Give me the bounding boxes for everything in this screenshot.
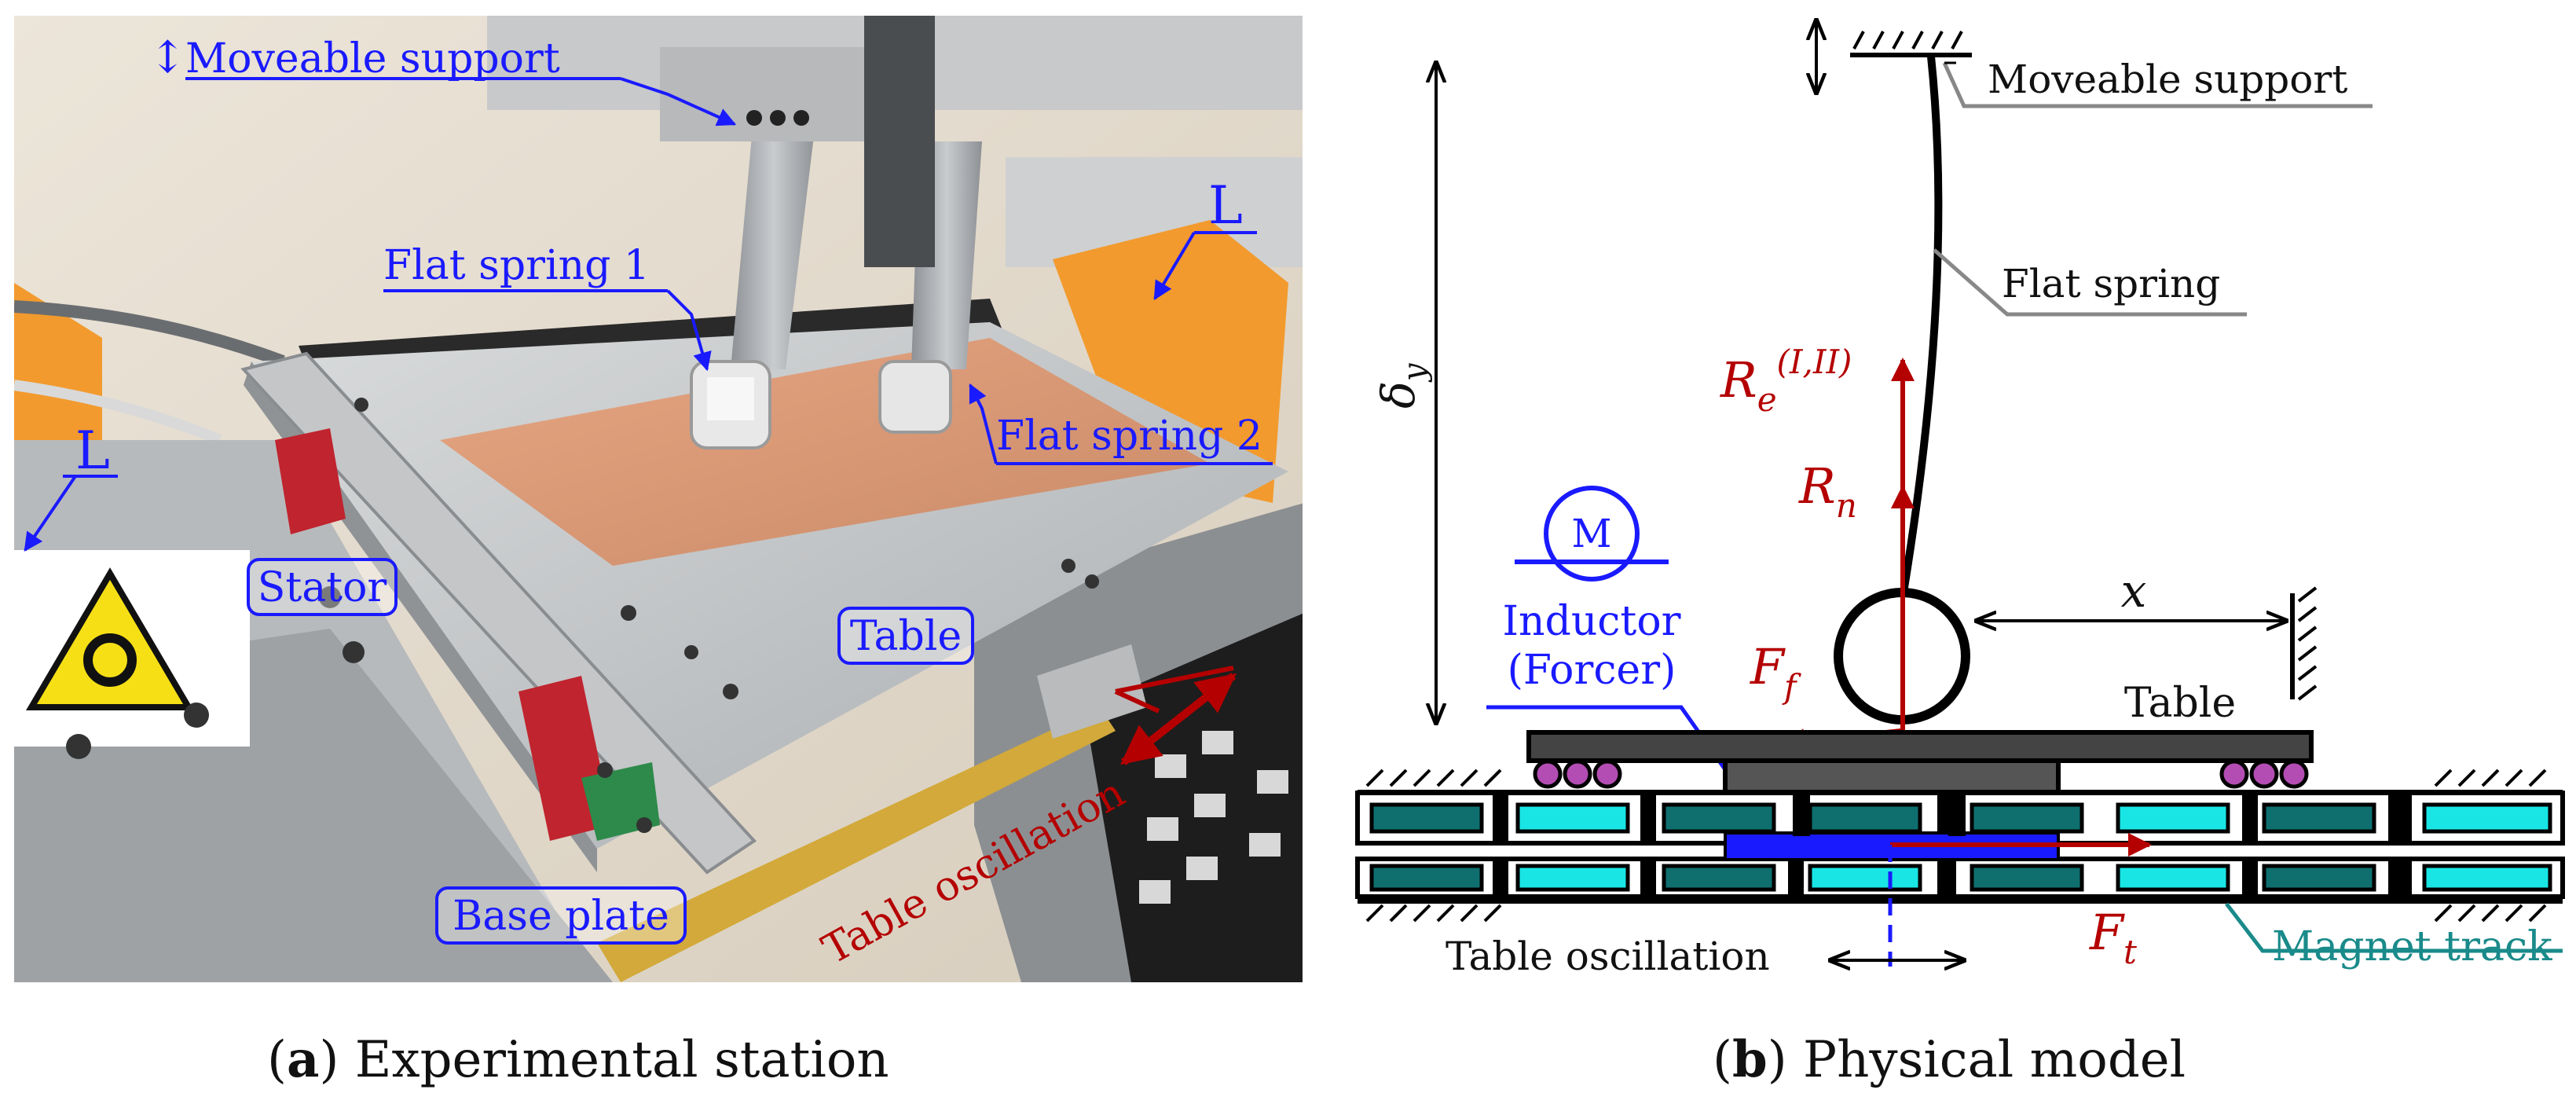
bearing-right [2219,759,2309,789]
flat-spring-2-label: Flat spring 2 [996,413,1262,460]
inductor-label-line1: Inductor [1503,598,1681,645]
moveable-support-label-model: Moveable support [1988,57,2347,102]
right-wall-hatch [2290,586,2318,701]
stator-label: Stator [258,564,387,611]
table-label-photo: Table [850,613,962,660]
table-plate [1526,730,2314,763]
forcer-body [1723,758,2061,798]
photo-panel: ↕ Moveable support Flat spring 1 Flat sp… [14,16,1303,982]
bearing-left [1533,759,1622,789]
ft-force-label: Ft [2089,904,2137,971]
flat-spring-1-label: Flat spring 1 [383,242,650,289]
magnet-track-label: Magnet track [2272,923,2552,970]
delta-y-label: δy [1372,362,1433,409]
ff-force-label: Ff [1750,638,1801,706]
table-oscillation-arrow-photo [1114,666,1237,765]
svg-text:δy: δy [1372,362,1433,409]
caption-a: (a) Experimental station [267,1030,889,1089]
top-support-hatch [1850,31,1972,57]
l-right-label: L [1208,175,1243,236]
caption-b: (b) Physical model [1713,1030,2186,1089]
re-force-label: Re(I,II) [1720,343,1852,419]
flat-spring-curve [1899,56,1943,598]
moveable-support-label-photo: Moveable support [185,35,560,83]
table-label-model: Table [2124,680,2236,727]
magnet-track-lower [1355,857,2565,899]
flat-spring-label-model: Flat spring [2002,261,2220,306]
table-oscillation-label-model: Table oscillation [1446,934,1770,979]
physical-model-panel: Moveable support Flat spring δy Re(I,II)… [1355,20,2565,979]
l-left-label: L [75,420,110,481]
rn-force-label: Rn [1798,457,1857,525]
base-plate-label: Base plate [453,893,669,940]
x-dimension-label: x [2121,564,2147,618]
inductor-label-line2: (Forcer) [1508,647,1676,694]
motor-symbol: M [1515,486,1669,582]
motor-label: M [1571,511,1611,556]
moveable-support-arrow-glyph: ↕ [149,32,186,83]
